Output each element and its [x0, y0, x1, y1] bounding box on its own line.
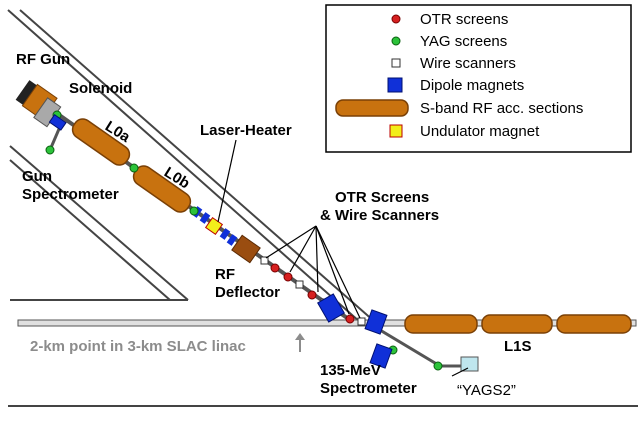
wire-scanner-1 [260, 256, 269, 265]
legend-label-wire: Wire scanners [420, 55, 516, 72]
legend-box [325, 4, 632, 153]
legend: OTR screens YAG screens Wire scanners Di… [325, 4, 632, 153]
legend-label-undulator: Undulator magnet [420, 123, 540, 140]
diagnostics [45, 110, 443, 371]
spectrometer-135-label-line1: 135-MeV [320, 362, 381, 379]
rf-gun [15, 80, 58, 121]
dl1-dipole-2 [364, 309, 388, 335]
yag-screen-3 [189, 206, 199, 216]
otr-wire-label-line1: OTR Screens [335, 189, 429, 206]
rf-deflector [231, 234, 261, 264]
laser-heater-label: Laser-Heater [200, 122, 292, 139]
rf-gun-cathode [15, 80, 38, 106]
heater-dipole-3 [219, 228, 231, 240]
yag-screen-gun-spec [45, 145, 55, 155]
blue-block-icon [387, 77, 403, 93]
wire-scanner-4 [357, 317, 366, 326]
gun-spectrometer-label-line1: Gun [22, 168, 52, 185]
lower-tunnel-wall-outer [9, 145, 189, 301]
lower-tunnel-wall-inner [9, 159, 171, 301]
yags2-screen-box [460, 356, 479, 372]
otr-screen-4 [345, 314, 355, 324]
otr-wire-label-line2: & Wire Scanners [320, 207, 439, 224]
rf-deflector-label-line2: Deflector [215, 284, 280, 301]
laser-heater-pointer [217, 139, 237, 223]
legend-label-rf: S-band RF acc. sections [420, 100, 583, 117]
dl1-dipole-1 [317, 293, 345, 323]
rf-gun-label: RF Gun [16, 51, 70, 68]
rf-deflector-label-line1: RF [215, 266, 235, 283]
l1s-label: L1S [504, 338, 532, 355]
solenoid-label: Solenoid [69, 80, 132, 97]
heater-dipole-4 [226, 234, 238, 246]
gun-spec-dipole [48, 114, 67, 131]
linac-point-label: 2-km point in 3-km SLAC linac [30, 338, 246, 355]
up-arrow-icon [295, 333, 305, 352]
legend-label-yag: YAG screens [420, 33, 507, 50]
yags2-label: “YAGS2” [457, 382, 516, 399]
otr-pointer-1 [265, 225, 317, 259]
spectrometer-135-label-line2: Spectrometer [320, 380, 417, 397]
laser-heater [191, 206, 238, 246]
pointer-lines [217, 139, 469, 377]
otr-pointer-3 [315, 225, 319, 293]
otr-pointer-2 [289, 225, 317, 273]
l1s-section-3 [556, 314, 632, 334]
rf-deflector-body [231, 234, 261, 264]
l1s-section-1 [404, 314, 478, 334]
orange-cylinder-icon [335, 99, 409, 117]
l0a-rf-section [71, 118, 131, 166]
l1s-rf-sections [404, 314, 632, 334]
gun-spectrometer-label-line2: Spectrometer [22, 186, 119, 203]
otr-screen-2 [283, 272, 293, 282]
tunnel-walls [7, 9, 638, 407]
yag-screen-yags2 [433, 361, 443, 371]
white-square-icon [391, 58, 401, 68]
upper-tunnel-wall-inner [19, 9, 376, 323]
heater-dipole-2 [199, 212, 211, 224]
dipoles [48, 114, 393, 369]
red-dot-icon [391, 14, 401, 24]
yellow-square-icon [389, 124, 403, 138]
green-dot-icon [391, 36, 401, 46]
spec-dipole [369, 343, 393, 369]
wire-scanner-2 [295, 280, 304, 289]
otr-pointer-5 [315, 225, 361, 319]
upper-tunnel-wall-outer [7, 9, 361, 323]
otr-screen-3 [307, 290, 317, 300]
yags2-pointer [451, 367, 469, 377]
legend-label-otr: OTR screens [420, 11, 508, 28]
otr-screen-1 [270, 263, 280, 273]
l0a-cylinder [71, 118, 131, 166]
yag-screen-2 [129, 163, 139, 173]
legend-label-dipole: Dipole magnets [420, 77, 524, 94]
otr-pointer-4 [315, 225, 350, 315]
l1s-section-2 [481, 314, 553, 334]
